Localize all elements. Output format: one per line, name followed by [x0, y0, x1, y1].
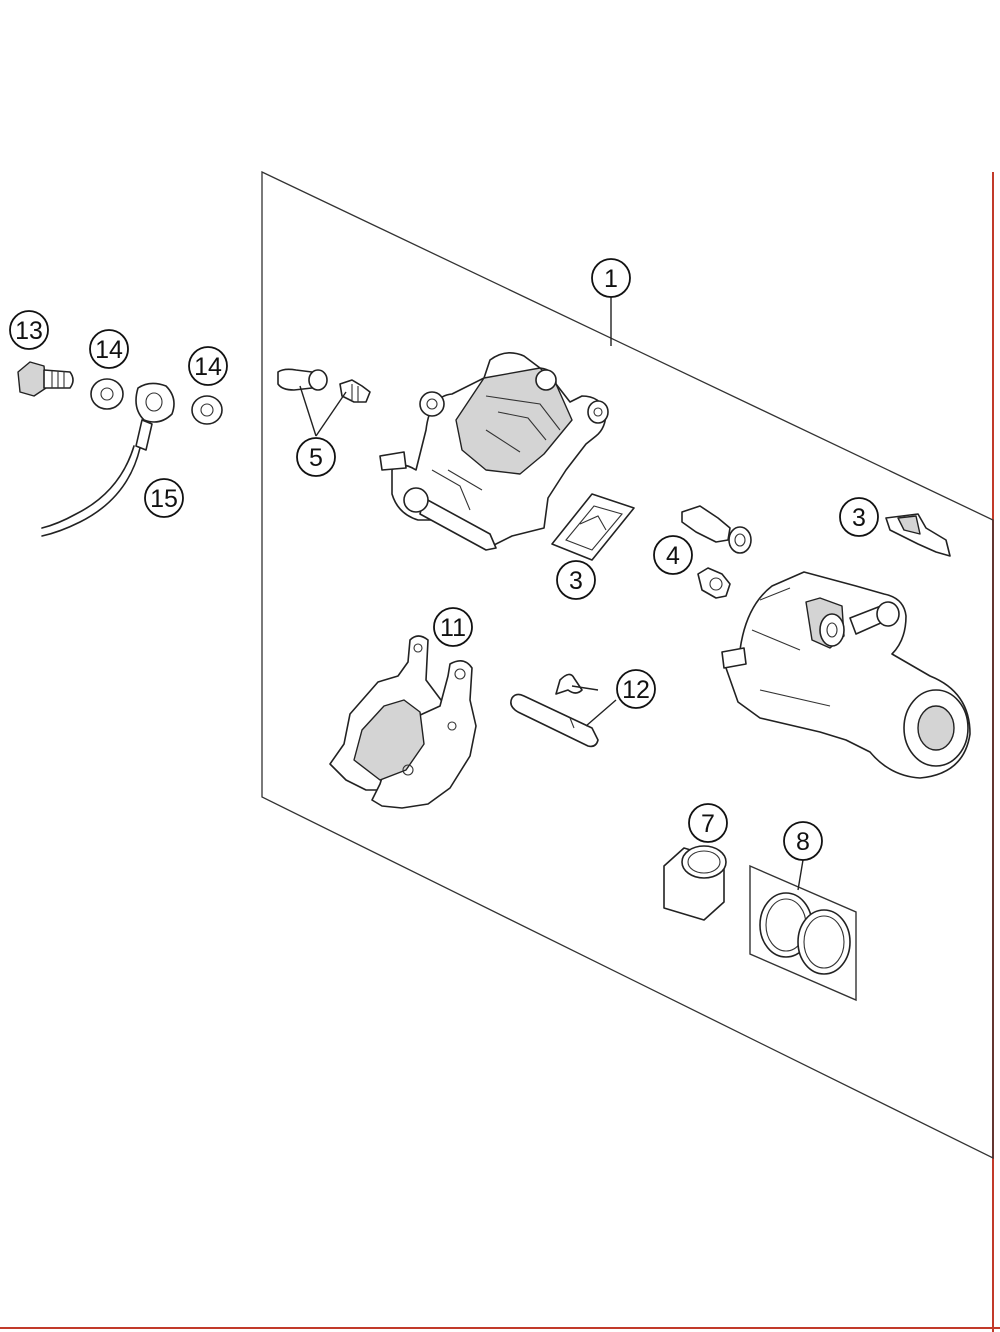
assembly-boundary	[261, 170, 994, 1160]
piston-part	[663, 845, 727, 921]
brake-hose-part	[41, 382, 175, 537]
leader-line-12b	[585, 699, 617, 727]
brake-pads-part	[329, 635, 477, 809]
seal-kit-part	[749, 864, 857, 1002]
callout-label: 3	[569, 567, 583, 595]
callout-label: 12	[622, 676, 650, 704]
pad-pin-and-clip-part	[510, 673, 599, 748]
brake-caliper-body-part	[379, 352, 609, 551]
callout-3-right: 3	[839, 497, 879, 537]
leader-line-5a	[299, 385, 317, 437]
slide-pin-parts	[681, 505, 752, 599]
leader-line-8	[797, 859, 804, 891]
callout-14-left: 14	[89, 329, 129, 369]
callout-label: 4	[666, 542, 680, 570]
callout-14-right: 14	[188, 346, 228, 386]
leader-line-12a	[571, 685, 599, 691]
callout-label: 7	[701, 810, 715, 838]
callout-15: 15	[144, 478, 184, 518]
callout-label: 5	[309, 444, 323, 472]
callout-label: 14	[95, 336, 123, 364]
callout-13: 13	[9, 310, 49, 350]
callout-1: 1	[591, 258, 631, 298]
leader-line-5b	[315, 391, 347, 437]
bleeder-screw-parts	[277, 368, 371, 403]
pad-spring-part-center	[551, 493, 635, 561]
callout-label: 8	[796, 828, 810, 856]
washer-part-right	[191, 395, 223, 425]
callout-11: 11	[433, 607, 473, 647]
callout-label: 14	[194, 353, 222, 381]
washer-part-left	[90, 378, 124, 410]
callout-12: 12	[616, 669, 656, 709]
callout-5: 5	[296, 437, 336, 477]
callout-3-center: 3	[556, 560, 596, 600]
callout-label: 3	[852, 504, 866, 532]
callout-4: 4	[653, 535, 693, 575]
callout-label: 1	[604, 265, 618, 293]
callout-7: 7	[688, 803, 728, 843]
callout-8: 8	[783, 821, 823, 861]
callout-label: 13	[15, 317, 43, 345]
callout-label: 11	[440, 614, 466, 642]
pad-spring-part-right	[885, 513, 951, 557]
callout-label: 15	[150, 485, 178, 513]
banjo-bolt-part	[17, 361, 74, 397]
caliper-bracket-part	[721, 571, 971, 779]
